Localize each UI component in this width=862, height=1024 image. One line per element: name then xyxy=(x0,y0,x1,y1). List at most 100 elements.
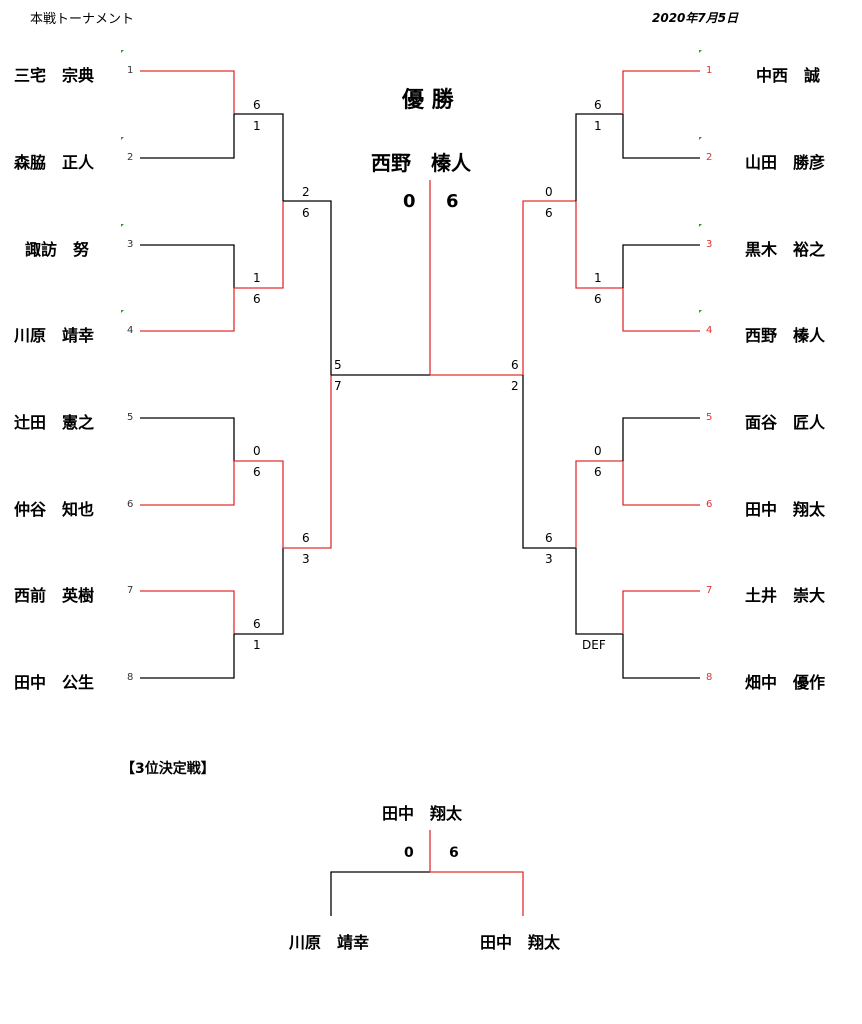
third-score-right: 6 xyxy=(449,845,459,861)
right-seed-2: 2 xyxy=(706,152,713,163)
right-seed-1: 1 xyxy=(706,65,713,76)
right-r1-m1-bottom xyxy=(622,114,700,159)
right-r1-m3-top xyxy=(622,417,700,461)
third-right-player: 田中 翔太 xyxy=(480,933,561,952)
right-player-5-name: 面谷 匠人 xyxy=(745,413,826,432)
right-r2-m1-score-bottom: 6 xyxy=(545,206,553,220)
left-r1-m3-bottom xyxy=(140,461,235,506)
final-heading: 優 勝 xyxy=(402,88,454,113)
left-r1-m2-top xyxy=(140,244,235,288)
left-comment-flag-1 xyxy=(121,50,124,53)
page-title: 本戦トーナメント xyxy=(30,12,135,27)
right-r1-m1-score-top: 6 xyxy=(594,98,602,112)
right-r1-m1-score-bottom: 1 xyxy=(594,119,602,133)
left-r1-m3-top xyxy=(140,417,235,461)
left-player-2-name: 森脇 正人 xyxy=(14,153,95,172)
right-r2-m2-score-bottom: 3 xyxy=(545,552,553,566)
left-r1-m2-score-bottom: 6 xyxy=(253,292,261,306)
right-seed-7: 7 xyxy=(706,585,713,596)
right-r1-m2-score-bottom: 6 xyxy=(594,292,602,306)
right-semi-top xyxy=(522,200,576,375)
right-seed-3: 3 xyxy=(706,239,713,250)
right-player-6-name: 田中 翔太 xyxy=(745,500,826,519)
left-r2-m1-bottom xyxy=(234,201,284,289)
event-date: 2020年7月5日 xyxy=(652,11,739,25)
right-player-3-name: 黒木 裕之 xyxy=(745,240,826,259)
third-left-player: 川原 靖幸 xyxy=(289,933,370,952)
right-player-8-name: 畑中 優作 xyxy=(745,673,826,692)
third-right xyxy=(430,871,524,916)
right-semi-score-bottom: 2 xyxy=(511,379,519,393)
left-seed-6: 6 xyxy=(127,499,134,510)
right-comment-flag-3 xyxy=(699,224,702,227)
left-player-8-name: 田中 公生 xyxy=(14,673,95,692)
right-r2-m2-score-top: 6 xyxy=(545,531,553,545)
left-player-3-name: 諏訪 努 xyxy=(25,240,90,259)
final-score-right: 6 xyxy=(446,191,459,212)
left-r1-m1-top xyxy=(140,70,235,114)
final-score-left: 0 xyxy=(403,191,416,212)
third-place-winner: 田中 翔太 xyxy=(382,804,463,823)
right-r1-m4-bottom xyxy=(622,634,700,679)
left-r1-m4-bottom xyxy=(140,634,235,679)
third-left xyxy=(330,871,430,916)
right-r2-m1-bottom xyxy=(575,201,623,289)
left-seed-8: 8 xyxy=(127,672,134,683)
left-player-5-name: 辻田 憲之 xyxy=(14,413,95,432)
left-seed-1: 1 xyxy=(127,65,134,76)
right-r1-m4-score-bottom: DEF xyxy=(582,638,606,652)
right-r2-m2-bottom xyxy=(575,548,623,635)
right-seed-5: 5 xyxy=(706,412,713,423)
left-player-6-name: 仲谷 知也 xyxy=(14,500,95,519)
right-r1-m3-score-bottom: 6 xyxy=(594,465,602,479)
left-r2-m2-score-bottom: 3 xyxy=(302,552,310,566)
right-r2-m1-score-top: 0 xyxy=(545,185,553,199)
right-player-4-name: 西野 榛人 xyxy=(745,326,826,345)
right-seed-6: 6 xyxy=(706,499,713,510)
right-semi-bottom xyxy=(522,375,576,549)
right-r1-m2-top xyxy=(622,244,700,288)
left-player-4-name: 川原 靖幸 xyxy=(14,326,95,345)
right-r1-m2-bottom xyxy=(622,288,700,332)
right-comment-flag-2 xyxy=(699,137,702,140)
right-player-2-name: 山田 勝彦 xyxy=(745,153,826,172)
left-seed-7: 7 xyxy=(127,585,134,596)
left-seed-4: 4 xyxy=(127,325,134,336)
right-comment-flag-1 xyxy=(699,50,702,53)
left-r1-m1-score-top: 6 xyxy=(253,98,261,112)
left-r1-m4-score-bottom: 1 xyxy=(253,638,261,652)
left-comment-flag-4 xyxy=(121,310,124,313)
left-r1-m4-top xyxy=(140,590,235,634)
right-r1-m2-score-top: 1 xyxy=(594,271,602,285)
left-r1-m1-score-bottom: 1 xyxy=(253,119,261,133)
left-comment-flag-2 xyxy=(121,137,124,140)
right-r2-m2-top xyxy=(575,460,623,548)
left-seed-2: 2 xyxy=(127,152,134,163)
champion-name: 西野 榛人 xyxy=(371,151,471,175)
right-seed-8: 8 xyxy=(706,672,713,683)
left-r2-m2-score-top: 6 xyxy=(302,531,310,545)
left-semi-top xyxy=(283,200,332,375)
right-r1-m1-top xyxy=(622,70,700,114)
left-r2-m1-top xyxy=(234,113,284,201)
left-player-1-name: 三宅 宗典 xyxy=(14,66,95,85)
left-r2-m1-score-top: 2 xyxy=(302,185,310,199)
right-comment-flag-4 xyxy=(699,310,702,313)
left-semi-score-top: 5 xyxy=(334,358,342,372)
right-r2-m1-top xyxy=(575,113,623,201)
left-player-7-name: 西前 英樹 xyxy=(14,586,95,605)
left-comment-flag-3 xyxy=(121,224,124,227)
left-r1-m3-score-bottom: 6 xyxy=(253,465,261,479)
right-r1-m3-score-top: 0 xyxy=(594,444,602,458)
left-seed-3: 3 xyxy=(127,239,134,250)
left-r1-m2-bottom xyxy=(140,288,235,332)
left-r2-m2-top xyxy=(234,460,284,548)
left-r2-m2-bottom xyxy=(234,548,284,635)
right-r1-m3-bottom xyxy=(622,461,700,506)
third-score-left: 0 xyxy=(404,845,414,861)
third-place-heading: 【3位決定戦】 xyxy=(121,761,215,777)
left-r1-m2-score-top: 1 xyxy=(253,271,261,285)
left-semi-score-bottom: 7 xyxy=(334,379,342,393)
left-r2-m1-score-bottom: 6 xyxy=(302,206,310,220)
